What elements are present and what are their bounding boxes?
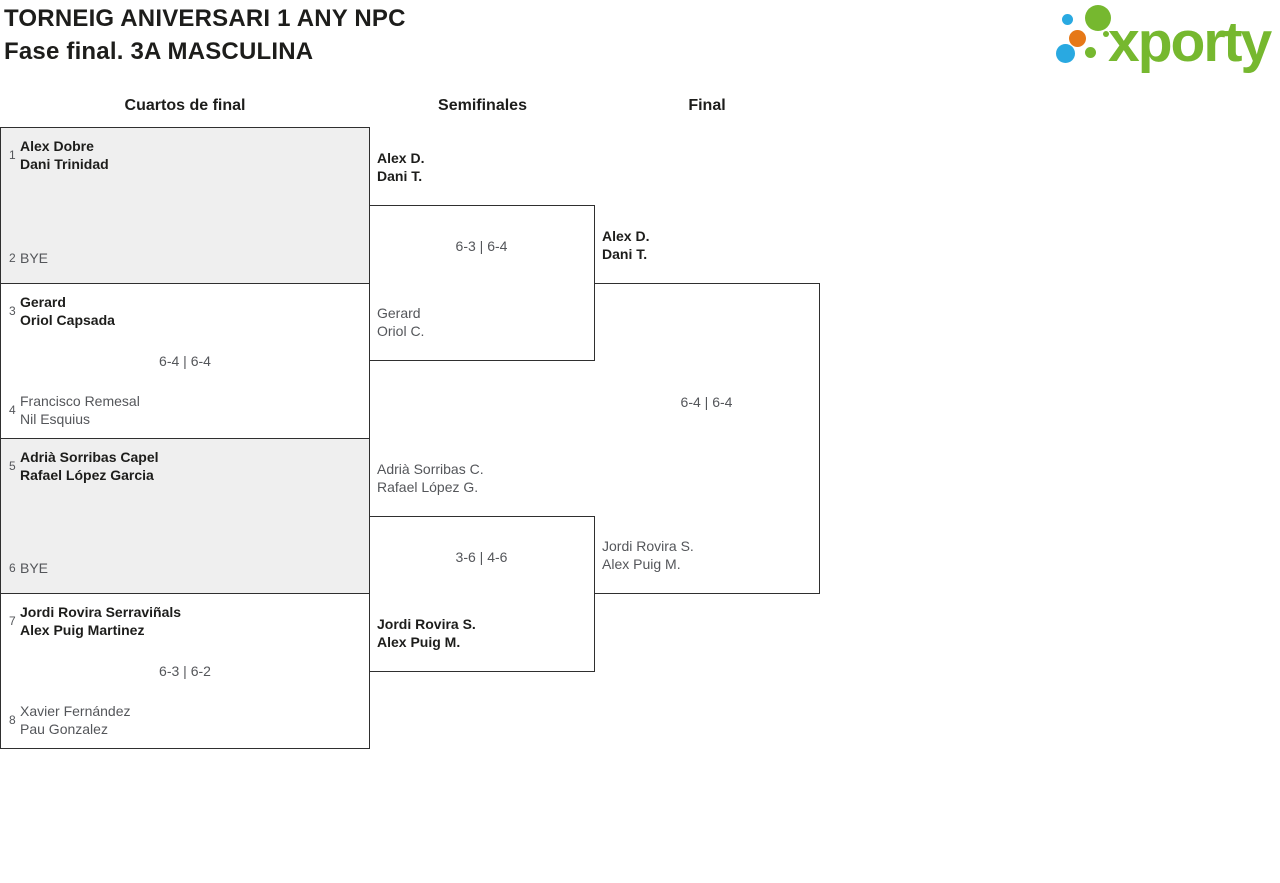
match-quarterfinal-1: 1 Alex Dobre Dani Trinidad 2 BYE <box>0 127 370 284</box>
player-name: BYE <box>20 560 49 576</box>
round-header-final: Final <box>688 97 726 114</box>
team-names: Francisco Remesal Nil Esquius <box>20 392 140 428</box>
player-name: Jordi Rovira Serraviñals <box>20 604 182 620</box>
team-names: Adrià Sorribas C. Rafael López G. <box>377 460 484 496</box>
player-name: Dani T. <box>377 168 423 184</box>
team-names: BYE <box>20 559 48 577</box>
seed-number: 3 <box>9 304 16 318</box>
player-name: Alex Puig Martinez <box>20 622 145 638</box>
player-name: Alex Dobre <box>20 138 94 154</box>
page-title: TORNEIG ANIVERSARI 1 ANY NPC Fase final.… <box>4 2 406 68</box>
player-name: Pau Gonzalez <box>20 721 108 737</box>
player-name: Jordi Rovira S. <box>602 538 694 554</box>
player-name: Jordi Rovira S. <box>377 616 476 632</box>
player-name: Nil Esquius <box>20 411 91 427</box>
team-row: 4 Francisco Remesal Nil Esquius <box>1 392 140 428</box>
team-names: Alex D. Dani T. <box>377 149 424 185</box>
team-names: Gerard Oriol Capsada <box>20 293 115 329</box>
team-names: Alex D. Dani T. <box>602 227 649 263</box>
seed-number: 5 <box>9 459 16 473</box>
player-name: Alex D. <box>602 228 650 244</box>
team-names: Gerard Oriol C. <box>377 304 424 340</box>
xporty-logo-text: xporty <box>1108 10 1272 74</box>
team-names: Jordi Rovira S. Alex Puig M. <box>602 537 694 573</box>
team-names: Jordi Rovira S. Alex Puig M. <box>377 615 476 651</box>
player-name: BYE <box>20 250 49 266</box>
player-name: Oriol Capsada <box>20 312 115 328</box>
logo-dot-icon <box>1085 5 1111 31</box>
team-names: Jordi Rovira Serraviñals Alex Puig Marti… <box>20 603 181 639</box>
logo-dot-icon <box>1103 31 1109 37</box>
team-row: 5 Adrià Sorribas Capel Rafael López Garc… <box>1 448 159 484</box>
phase-category: Fase final. 3A MASCULINA <box>4 38 314 65</box>
match-score: 3-6 | 4-6 <box>455 549 508 565</box>
match-score: 6-3 | 6-2 <box>159 663 211 679</box>
team-row: 2 BYE <box>1 249 48 267</box>
seed-number: 8 <box>9 713 16 727</box>
seed-number: 4 <box>9 403 16 417</box>
tournament-name: TORNEIG ANIVERSARI 1 ANY NPC <box>4 5 406 32</box>
seed-number: 7 <box>9 614 16 628</box>
player-name: Xavier Fernández <box>20 703 131 719</box>
team-row: 3 Gerard Oriol Capsada <box>1 293 115 329</box>
logo-dot-icon <box>1085 47 1096 58</box>
match-semifinal-2: Adrià Sorribas C. Rafael López G. 3-6 | … <box>369 461 595 672</box>
logo-dot-icon <box>1056 44 1075 63</box>
match-quarterfinal-3: 5 Adrià Sorribas Capel Rafael López Garc… <box>0 438 370 594</box>
match-quarterfinal-2: 3 Gerard Oriol Capsada 6-4 | 6-4 4 Franc… <box>0 283 370 439</box>
match-semifinal-1: Alex D. Dani T. 6-3 | 6-4 Gerard Oriol C… <box>369 150 595 361</box>
match-score: 6-4 | 6-4 <box>159 353 211 369</box>
team-row: 7 Jordi Rovira Serraviñals Alex Puig Mar… <box>1 603 181 639</box>
player-name: Gerard <box>20 294 66 310</box>
player-name: Francisco Remesal <box>20 393 140 409</box>
logo-dot-icon <box>1069 30 1086 47</box>
team-names: BYE <box>20 249 48 267</box>
player-name: Alex D. <box>377 150 425 166</box>
xporty-logo[interactable]: xporty <box>1050 0 1280 76</box>
player-name: Alex Puig M. <box>377 634 461 650</box>
round-header-quarterfinals: Cuartos de final <box>124 97 246 114</box>
player-name: Rafael López Garcia <box>20 467 154 483</box>
seed-number: 2 <box>9 251 16 265</box>
team-names: Alex Dobre Dani Trinidad <box>20 137 109 173</box>
player-name: Alex Puig M. <box>602 556 681 572</box>
player-name: Gerard <box>377 305 421 321</box>
seed-number: 6 <box>9 561 16 575</box>
seed-number: 1 <box>9 148 16 162</box>
player-name: Dani T. <box>602 246 648 262</box>
team-names: Adrià Sorribas Capel Rafael López Garcia <box>20 448 159 484</box>
round-header-semifinals: Semifinales <box>438 97 527 114</box>
player-name: Adrià Sorribas C. <box>377 461 484 477</box>
match-score: 6-3 | 6-4 <box>455 238 508 254</box>
team-row: 1 Alex Dobre Dani Trinidad <box>1 137 109 173</box>
team-row: 6 BYE <box>1 559 48 577</box>
player-name: Oriol C. <box>377 323 425 339</box>
team-names: Xavier Fernández Pau Gonzalez <box>20 702 131 738</box>
match-score: 6-4 | 6-4 <box>680 394 733 410</box>
match-quarterfinal-4: 7 Jordi Rovira Serraviñals Alex Puig Mar… <box>0 593 370 749</box>
logo-dot-icon <box>1062 14 1073 25</box>
match-final: Alex D. Dani T. 6-4 | 6-4 Jordi Rovira S… <box>594 228 820 594</box>
team-row: 8 Xavier Fernández Pau Gonzalez <box>1 702 131 738</box>
player-name: Dani Trinidad <box>20 156 109 172</box>
player-name: Adrià Sorribas Capel <box>20 449 159 465</box>
player-name: Rafael López G. <box>377 479 479 495</box>
